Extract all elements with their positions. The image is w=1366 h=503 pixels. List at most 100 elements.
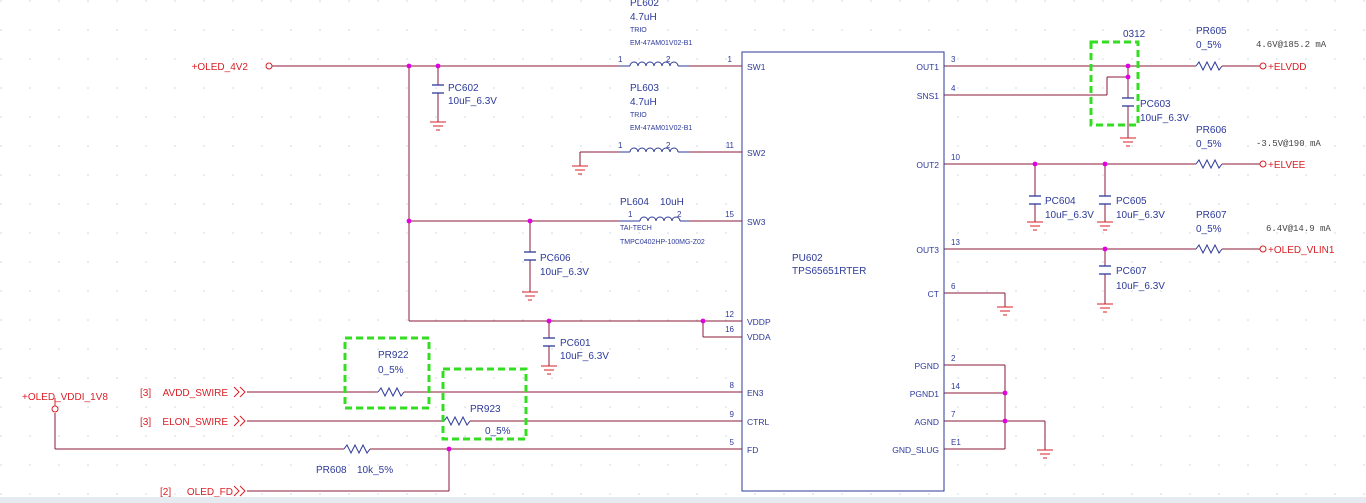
pin-name: GND_SLUG	[892, 445, 939, 455]
pl604-value: 10uH	[660, 197, 684, 208]
ground-icon	[572, 165, 588, 175]
ground-icon	[541, 365, 557, 375]
pin-number: 6	[951, 282, 956, 291]
pl603-part: EM-47AM01V02-B1	[630, 125, 692, 132]
pl602-inductor[interactable]	[629, 61, 679, 67]
pin-name: SNS1	[917, 91, 939, 101]
vlin-spec: 6.4V@14.9 mA	[1266, 224, 1331, 234]
pin-name: SW1	[747, 62, 766, 72]
pin-number: 16	[725, 325, 734, 334]
pc602-capacitor[interactable]	[432, 84, 444, 94]
inductor-coils	[620, 61, 690, 222]
net-oled-vddi[interactable]: +OLED_VDDI_1V8	[22, 392, 108, 403]
pl603-ref: PL603	[630, 83, 659, 94]
pin-name: VDDA	[747, 332, 771, 342]
pin-number: 2	[677, 210, 682, 219]
highlight-box-pr923	[441, 367, 528, 441]
pl604-ref: PL604	[620, 197, 649, 208]
pin-name: VDDP	[747, 317, 771, 327]
horizontal-scrollbar[interactable]	[0, 497, 1366, 503]
net-elvee[interactable]: +ELVEE	[1268, 160, 1306, 171]
pr606-ref: PR606	[1196, 125, 1227, 136]
net-oled-vlin1[interactable]: +OLED_VLIN1	[1268, 245, 1335, 256]
pin-number: 1	[618, 141, 623, 150]
pin-number: 12	[725, 310, 734, 319]
pr922-resistor[interactable]	[377, 386, 405, 398]
net-ref: [2]	[160, 487, 171, 498]
pin-number: E1	[951, 438, 961, 447]
net-avdd-swire[interactable]: AVDD_SWIRE	[163, 388, 229, 399]
chip-ref: PU602	[792, 253, 823, 264]
pl602-part: EM-47AM01V02-B1	[630, 40, 692, 47]
net-oled-fd[interactable]: OLED_FD	[187, 487, 233, 498]
elvdd-spec: 4.6V@185.2 mA	[1256, 40, 1327, 50]
offpage-connector-icon	[239, 386, 246, 398]
pin-name: SW2	[747, 148, 766, 158]
pr923-resistor[interactable]	[443, 415, 471, 427]
elvee-port-icon[interactable]	[1259, 160, 1267, 168]
ground-icon	[1037, 449, 1053, 459]
vlin1-port-icon[interactable]	[1259, 245, 1267, 253]
chip-part: TPS65651RTER	[792, 266, 866, 277]
pc606-ref: PC606	[540, 253, 571, 264]
pr608-resistor[interactable]	[343, 443, 371, 455]
pc601-capacitor[interactable]	[543, 337, 555, 347]
pc606-capacitor[interactable]	[524, 251, 536, 261]
wires	[54, 65, 1260, 492]
pr608-value: 10k_5%	[357, 465, 393, 476]
net-elon-swire[interactable]: ELON_SWIRE	[162, 417, 228, 428]
pin-name: SW3	[747, 217, 766, 227]
pin-number: 15	[725, 210, 734, 219]
pkg-0312-label: 0312	[1123, 29, 1146, 40]
pr607-value: 0_5%	[1196, 224, 1222, 235]
pc604-value: 10uF_6.3V	[1045, 210, 1094, 221]
pc604-capacitor[interactable]	[1029, 195, 1041, 205]
net-oled-4v2[interactable]: +OLED_4V2	[192, 62, 249, 73]
ground-icon	[997, 306, 1013, 316]
pr607-ref: PR607	[1196, 210, 1227, 221]
pc602-value: 10uF_6.3V	[448, 96, 497, 107]
offpage-connector-icon	[233, 485, 240, 497]
pin-number: 2	[666, 141, 671, 150]
elvdd-port-icon[interactable]	[1259, 62, 1267, 70]
pc605-capacitor[interactable]	[1099, 195, 1111, 205]
pl603-inductor[interactable]	[629, 147, 679, 153]
pc607-capacitor[interactable]	[1099, 265, 1111, 275]
pin-number: 7	[951, 410, 956, 419]
resistor-zigzags	[343, 60, 1223, 455]
pr605-ref: PR605	[1196, 26, 1227, 37]
pin-name: PGND1	[910, 389, 940, 399]
pr608-ref: PR608	[316, 465, 347, 476]
pc604-ref: PC604	[1045, 196, 1076, 207]
pin-number: 5	[730, 438, 735, 447]
ground-icon	[1120, 137, 1136, 147]
pr607-resistor[interactable]	[1195, 243, 1223, 255]
pin-name: PGND	[914, 361, 939, 371]
oled-4v2-port-icon[interactable]	[265, 62, 273, 70]
net-elvdd[interactable]: +ELVDD	[1268, 62, 1306, 73]
pr606-resistor[interactable]	[1195, 158, 1223, 170]
elvee-spec: -3.5V@190 mA	[1256, 139, 1321, 149]
pc607-ref: PC607	[1116, 266, 1147, 277]
pu602-chip[interactable]	[741, 51, 945, 492]
pin-number: 10	[951, 153, 960, 162]
pc603-value: 10uF_6.3V	[1140, 113, 1189, 124]
pc602-ref: PC602	[448, 83, 479, 94]
offpage-connector-icon	[233, 386, 240, 398]
pc601-value: 10uF_6.3V	[560, 351, 609, 362]
pc603-capacitor[interactable]	[1122, 97, 1134, 107]
pc601-ref: PC601	[560, 338, 591, 349]
pc605-value: 10uF_6.3V	[1116, 210, 1165, 221]
pin-number: 2	[951, 354, 956, 363]
pr606-value: 0_5%	[1196, 139, 1222, 150]
pl604-inductor[interactable]	[639, 216, 681, 222]
pin-number: 11	[726, 141, 735, 150]
net-ref: [3]	[140, 417, 151, 428]
vddi-port-icon[interactable]	[51, 405, 59, 413]
ground-icon	[1027, 221, 1043, 231]
junctions	[406, 63, 1131, 452]
ground-icon	[1097, 303, 1113, 313]
pr605-resistor[interactable]	[1195, 60, 1223, 72]
pin-number: 1	[628, 210, 633, 219]
